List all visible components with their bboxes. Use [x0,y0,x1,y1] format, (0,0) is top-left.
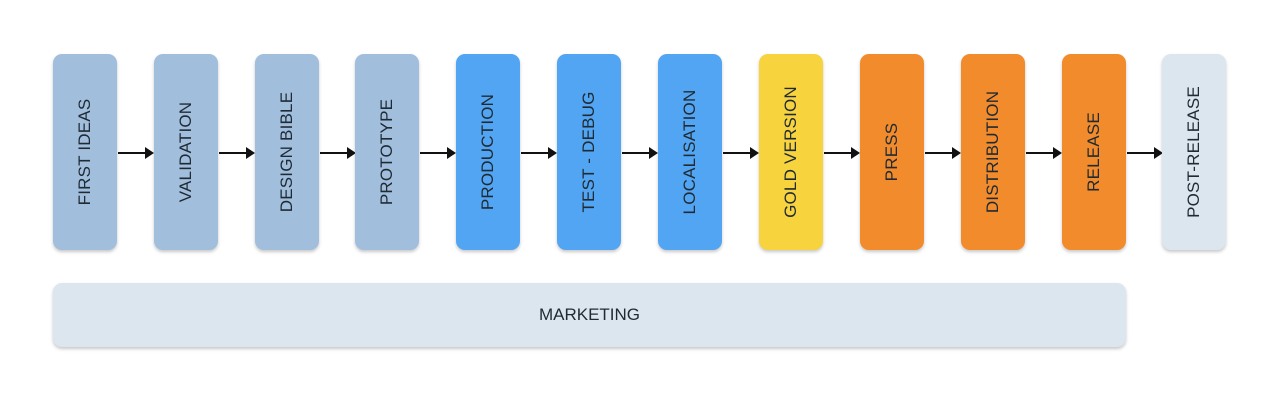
arrow-icon [1026,147,1062,159]
stage-label: POST-RELEASE [1184,86,1203,218]
stage-production: PRODUCTION [456,54,520,250]
stage-label: PROTOTYPE [377,98,396,206]
stage-release: RELEASE [1062,54,1126,250]
arrow-icon [118,147,154,159]
stage-label: PRODUCTION [478,93,497,211]
arrow-icon [925,147,961,159]
arrow-icon [1127,147,1163,159]
stage-press: PRESS [860,54,924,250]
arrow-icon [824,147,860,159]
stage-label: RELEASE [1084,112,1103,192]
stage-label: DESIGN BIBLE [277,91,296,213]
stage-gold-version: GOLD VERSION [759,54,823,250]
stage-localisation: LOCALISATION [658,54,722,250]
stage-post-release: POST-RELEASE [1162,54,1226,250]
arrow-icon [622,147,658,159]
stage-distribution: DISTRIBUTION [961,54,1025,250]
stage-label: LOCALISATION [680,89,699,215]
stage-prototype: PROTOTYPE [355,54,419,250]
stage-label: DISTRIBUTION [983,90,1002,214]
marketing-bar: MARKETING [53,283,1126,347]
stage-label: PRESS [882,122,901,182]
stage-test-debug: TEST - DEBUG [557,54,621,250]
stage-validation: VALIDATION [154,54,218,250]
stage-label: TEST - DEBUG [579,91,598,213]
stage-design-bible: DESIGN BIBLE [255,54,319,250]
arrow-icon [723,147,759,159]
stage-label: FIRST IDEAS [75,98,94,206]
marketing-label: MARKETING [538,305,641,324]
arrow-icon [521,147,557,159]
stage-label: VALIDATION [176,101,195,203]
arrow-icon [219,147,255,159]
arrow-icon [420,147,456,159]
stage-label: GOLD VERSION [781,86,800,218]
arrow-icon [320,147,356,159]
stage-first-ideas: FIRST IDEAS [53,54,117,250]
